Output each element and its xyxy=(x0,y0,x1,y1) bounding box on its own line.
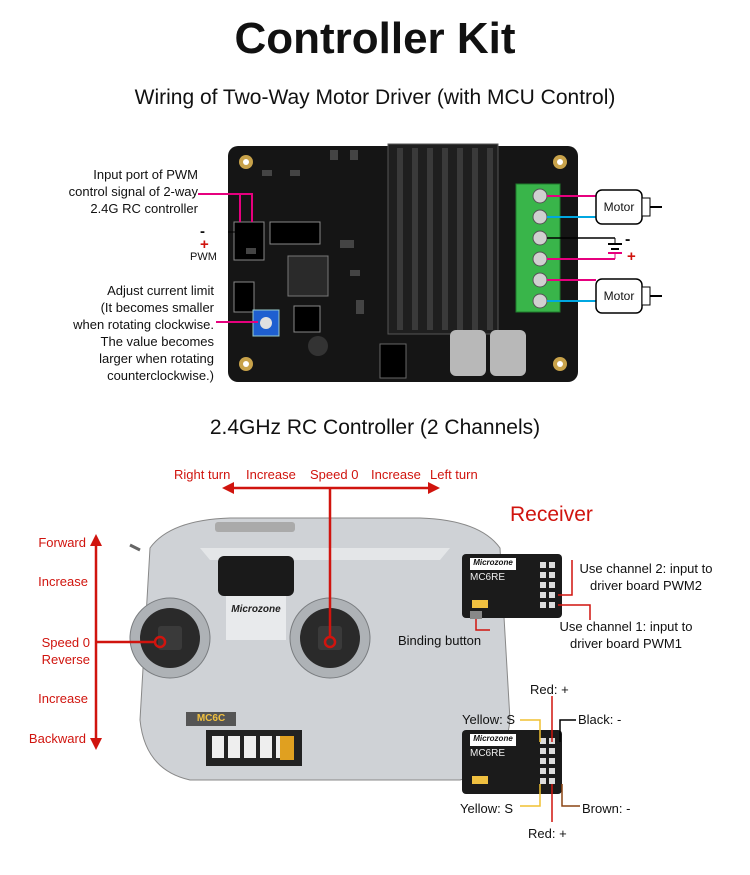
pwm-label: PWM xyxy=(190,251,217,263)
yellow-s-bottom: Yellow: S xyxy=(460,801,513,816)
motor-2-label: Motor xyxy=(603,289,635,303)
red-plus-bottom: Red: + xyxy=(528,826,567,841)
rc-h-right-turn: Right turn xyxy=(174,467,231,482)
adjust-line-3: when rotating clockwise. xyxy=(73,317,214,332)
rc-h-increase-1: Increase xyxy=(246,467,296,482)
mcu-chip xyxy=(287,255,329,297)
rc-h-increase-2: Increase xyxy=(371,467,421,482)
binding-button-label: Binding button xyxy=(398,633,482,648)
channel-1-label: Use channel 1: input to driver board PWM… xyxy=(546,618,706,652)
input-port-line-3: 2.4G RC controller xyxy=(90,201,198,216)
channel-2-line-2: driver board PWM2 xyxy=(590,578,702,593)
plus-label: + xyxy=(200,236,209,253)
page-title: Controller Kit xyxy=(234,14,516,63)
adjust-line-5: larger when rotating xyxy=(99,351,214,366)
channel-1-line-2: driver board PWM1 xyxy=(570,636,682,651)
transmitter-brand: Microzone xyxy=(231,604,281,615)
adjust-line-4: The value becomes xyxy=(100,334,214,349)
terminal-block xyxy=(515,183,561,313)
receiver-2-model: MC6RE xyxy=(470,748,506,759)
black-minus: Black: - xyxy=(578,712,622,727)
brown-minus: Brown: - xyxy=(582,801,631,816)
channel-1-line-1: Use channel 1: input to xyxy=(559,619,693,634)
adjust-line-6: counterclockwise.) xyxy=(107,368,214,383)
rc-v-backward: Backward xyxy=(28,731,86,746)
channel-2-line-1: Use channel 2: input to xyxy=(579,561,713,576)
red-plus-top: Red: + xyxy=(530,682,569,697)
rc-v-increase-2: Increase xyxy=(38,691,88,706)
receiver-title: Receiver xyxy=(510,503,593,526)
rc-v-speed-0: Speed 0 xyxy=(41,635,90,650)
receiver-2-brand: Microzone xyxy=(473,734,513,743)
receiver-1-model: MC6RE xyxy=(470,572,506,583)
transmitter-display xyxy=(218,556,294,596)
capacitor xyxy=(450,330,486,376)
input-port-line-2: control signal of 2-way xyxy=(68,184,198,199)
minus-label: - xyxy=(200,223,205,240)
section-subtitle: Wiring of Two-Way Motor Driver (with MCU… xyxy=(134,86,616,109)
motor-1-label: Motor xyxy=(603,200,635,214)
rc-v-reverse: Reverse xyxy=(41,652,90,667)
transmitter-model: MC6C xyxy=(196,713,226,724)
channel-2-label: Use channel 2: input to driver board PWM… xyxy=(566,560,726,594)
battery-minus: - xyxy=(625,231,631,248)
yellow-s-top: Yellow: S xyxy=(462,712,515,727)
rc-v-forward: Forward xyxy=(38,535,86,550)
battery-plus: + xyxy=(627,248,636,265)
rc-h-left-turn: Left turn xyxy=(430,467,478,482)
capacitor xyxy=(490,330,526,376)
rc-h-speed-0: Speed 0 xyxy=(310,467,359,482)
adjust-current-label: Adjust current limit (It becomes smaller… xyxy=(40,282,214,384)
rc-section-title: 2.4GHz RC Controller (2 Channels) xyxy=(209,416,541,439)
input-port-line-1: Input port of PWM xyxy=(93,167,198,182)
input-port-label: Input port of PWM control signal of 2-wa… xyxy=(40,166,198,217)
adjust-line-1: Adjust current limit xyxy=(107,283,214,298)
adjust-line-2: (It becomes smaller xyxy=(100,300,214,315)
receiver-1-brand: Microzone xyxy=(473,558,513,567)
rc-v-increase-1: Increase xyxy=(38,574,88,589)
